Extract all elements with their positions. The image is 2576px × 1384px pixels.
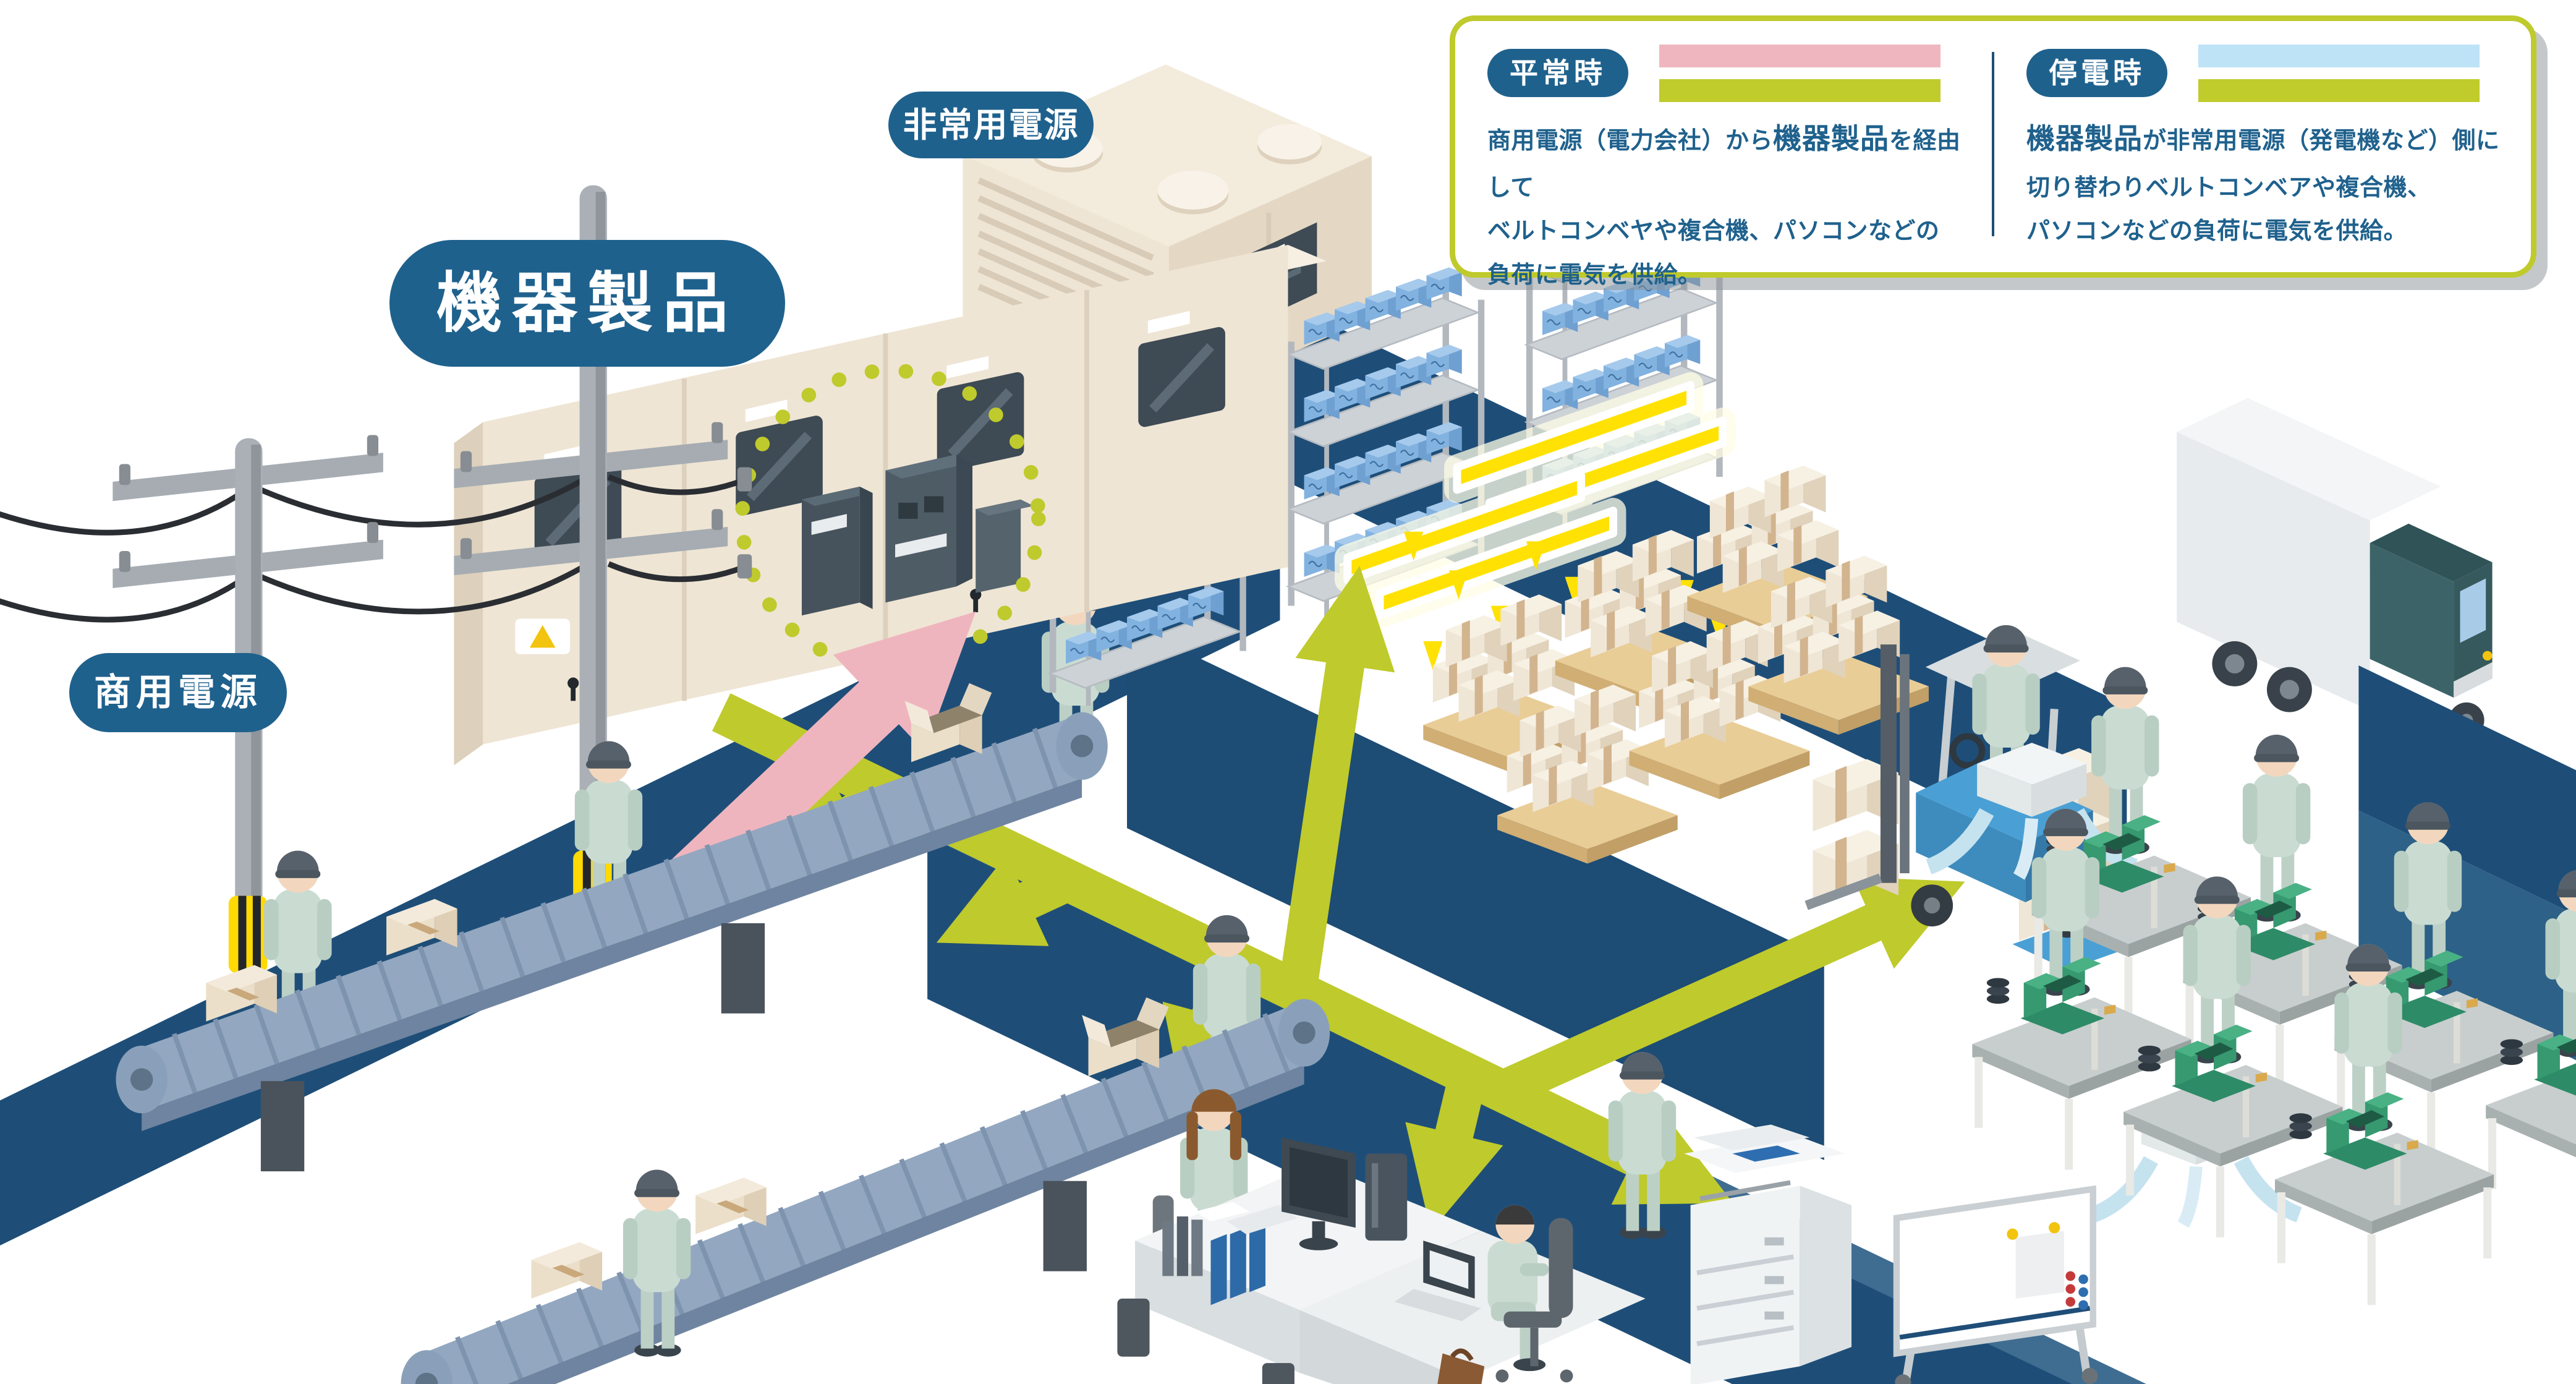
route-to-conveyor2-arrow — [936, 855, 1078, 946]
desktop-monitor — [1282, 1137, 1356, 1250]
route-to-lights-arrow — [1278, 565, 1395, 993]
outage-badge: 停電時 — [2026, 49, 2167, 97]
pc-tower — [1365, 1153, 1408, 1241]
outage-line1-em: 機器製品 — [2026, 122, 2143, 155]
outage-description: 機器製品が非常用電源（発電機など）側に 切り替わりベルトコンベアや複合機、 パソ… — [2026, 113, 2510, 253]
normal-description: 商用電源（電力会社）から機器製品を経由して ベルトコンベヤや複合機、パソコンなど… — [1487, 113, 1971, 297]
whiteboard — [1893, 1185, 2098, 1384]
outage-line3: パソコンなどの負荷に電気を供給。 — [2026, 217, 2408, 245]
load-route-swatch-2 — [2198, 79, 2480, 102]
route-to-office-arrow-2 — [1405, 1070, 1503, 1232]
legend-normal-section: 平常時 商用電源（電力会社）から機器製品を経由して ベルトコンベヤや複合機、パソ… — [1455, 21, 1992, 288]
conveyor-1 — [116, 683, 1108, 1172]
trash-bin-1 — [1117, 1298, 1150, 1357]
copier — [1684, 1124, 1852, 1384]
legend-divider — [1992, 52, 1994, 236]
legend-outage-section: 停電時 機器製品が非常用電源（発電機など）側に 切り替わりベルトコンベアや複合機… — [1994, 21, 2531, 272]
normal-line3: 負荷に電気を供給。 — [1487, 260, 1702, 288]
keyboard — [1226, 1205, 1298, 1234]
power-wires — [0, 474, 745, 623]
outage-line1-post: が非常用電源（発電機など）側に — [2143, 127, 2500, 154]
office-area — [1117, 1089, 1646, 1384]
office-worker-seated — [1487, 1205, 1573, 1383]
conveyor-2 — [401, 915, 1330, 1384]
truck-windshield — [2460, 578, 2486, 643]
route-to-assembly-arrow — [1492, 877, 1965, 1109]
normal-route-swatch — [1659, 44, 1941, 67]
trash-bin-2 — [1262, 1363, 1294, 1384]
breaker-units — [801, 454, 1034, 616]
emergency-power-label: 非常用電源 — [888, 92, 1094, 158]
laptop — [1394, 1241, 1482, 1322]
normal-line1-pre: 商用電源（電力会社）から — [1487, 127, 1774, 154]
desk-books — [1162, 1216, 1203, 1276]
load-route-swatch-1 — [1659, 79, 1941, 102]
switchgear-cabinet — [454, 245, 1327, 766]
equipment-product-label: 機器製品 — [389, 240, 785, 367]
normal-badge: 平常時 — [1487, 49, 1628, 97]
briefcase — [1437, 1348, 1485, 1384]
legend-panel: 平常時 商用電源（電力会社）から機器製品を経由して ベルトコンベヤや複合機、パソ… — [1450, 15, 2536, 288]
commercial-power-label: 商用電源 — [69, 653, 287, 732]
outage-line2: 切り替わりベルトコンベアや複合機、 — [2026, 173, 2431, 201]
normal-line1-post: を経由して — [1487, 127, 1961, 201]
normal-line1-em: 機器製品 — [1773, 122, 1890, 155]
switchgear-warning-sticker — [529, 625, 556, 648]
desk-binders — [1210, 1221, 1266, 1305]
outage-route-swatch — [2198, 44, 2480, 67]
copier-paper — [1732, 1145, 1800, 1162]
normal-line2: ベルトコンベヤや複合機、パソコンなどの — [1487, 217, 1940, 245]
delivery-truck — [2177, 398, 2493, 750]
